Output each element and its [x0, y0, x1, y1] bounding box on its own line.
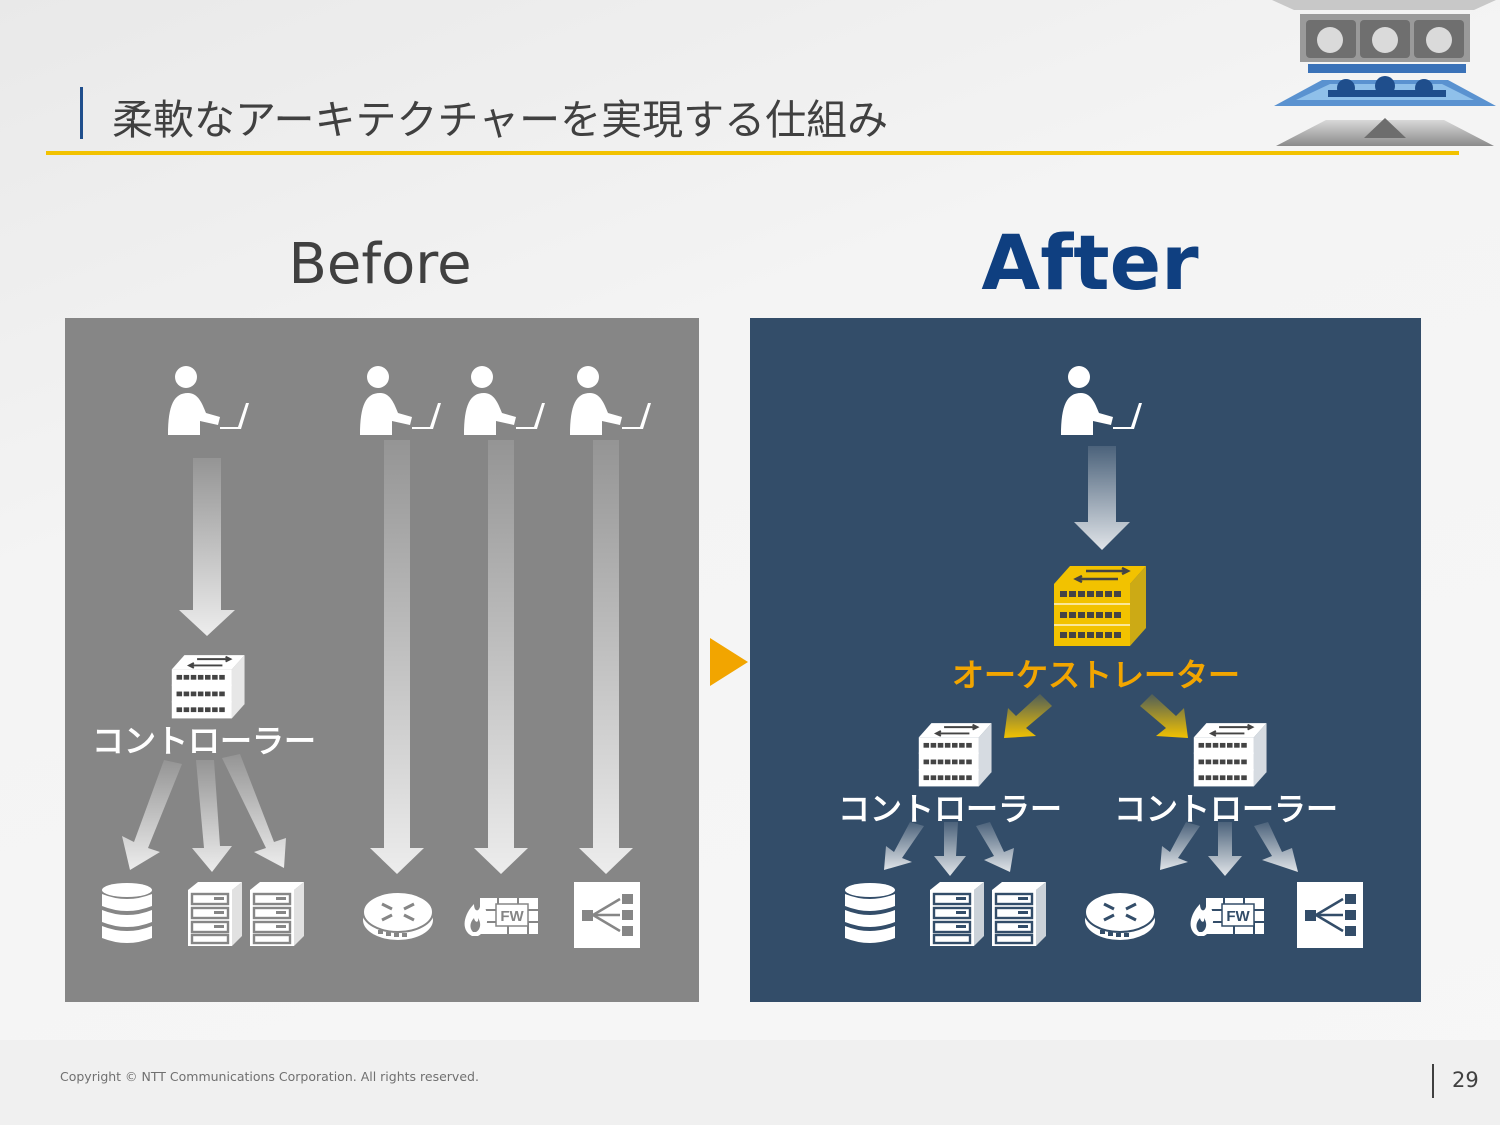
user-icon: [360, 366, 441, 435]
server-icon: [186, 880, 242, 946]
server-icon: [928, 880, 984, 946]
page-number-separator: [1432, 1064, 1434, 1098]
controller-switch-icon: [170, 654, 245, 720]
page-number: 29: [1452, 1068, 1479, 1092]
after-heading: After: [981, 218, 1199, 307]
copyright-text: Copyright © NTT Communications Corporati…: [60, 1069, 479, 1084]
user-icon: [464, 366, 545, 435]
user-icon: [1061, 366, 1142, 435]
footer: [0, 1040, 1500, 1125]
load-balancer-icon: [574, 882, 640, 948]
orchestrator-switch-icon: [1052, 564, 1146, 648]
database-icon: [845, 883, 895, 943]
firewall-icon: [1189, 897, 1265, 937]
after-controller-right-label: コントローラー: [1113, 790, 1338, 828]
load-balancer-icon: [1297, 882, 1363, 948]
transition-arrow-icon: [710, 638, 748, 686]
title-accent-bar: [80, 87, 83, 139]
router-icon: [362, 890, 434, 942]
after-controller-left-label: コントローラー: [837, 790, 1062, 828]
server-icon: [248, 880, 304, 946]
orchestrator-label: オーケストレーター: [951, 656, 1240, 694]
database-icon: [102, 883, 152, 943]
router-icon: [1084, 890, 1156, 942]
user-icon: [570, 366, 651, 435]
controller-switch-icon: [917, 722, 992, 788]
server-icon: [990, 880, 1046, 946]
before-heading: Before: [288, 232, 472, 297]
title-underline: [46, 151, 1459, 155]
page-title: 柔軟なアーキテクチャーを実現する仕組み: [112, 96, 889, 144]
firewall-icon: [463, 897, 539, 937]
before-controller-label: コントローラー: [91, 722, 316, 760]
cloud-platform-logo-icon: [1272, 0, 1496, 146]
user-icon: [168, 366, 249, 435]
controller-switch-icon: [1192, 722, 1267, 788]
